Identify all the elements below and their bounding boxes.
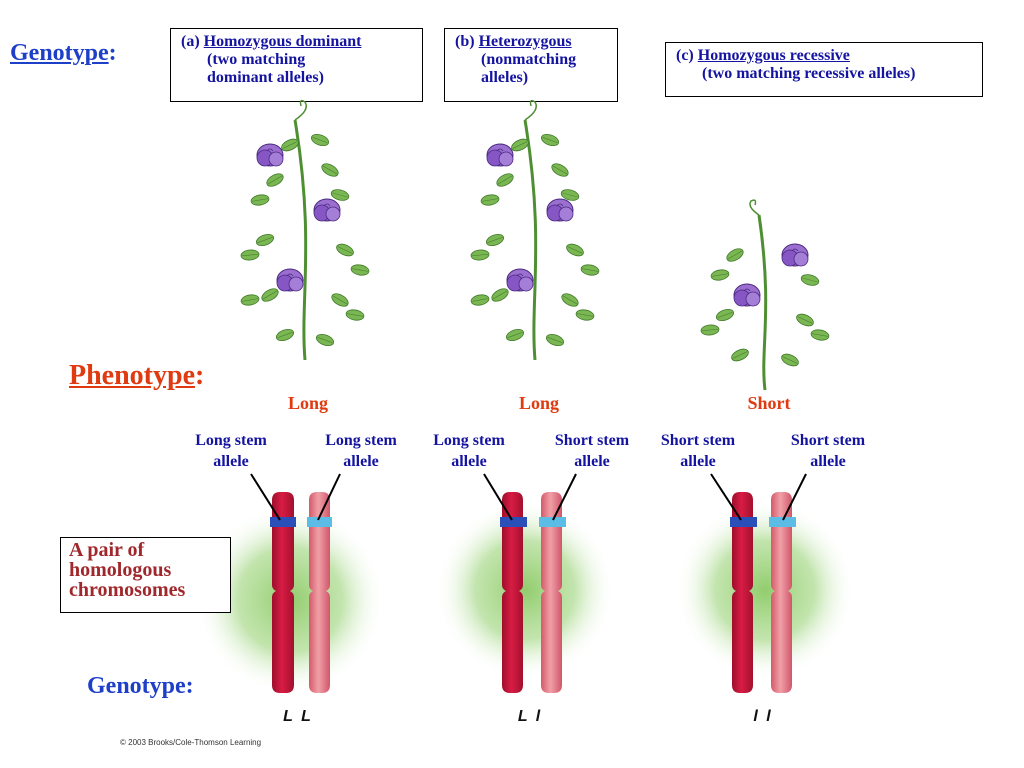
chromosome-icon <box>541 492 562 693</box>
allele-label: Short stem allele <box>790 432 866 470</box>
allele-label: Short stem allele <box>660 432 736 470</box>
allele-band <box>307 517 332 527</box>
pea-plant-icon <box>700 199 831 391</box>
allele-label: Long stem allele <box>433 432 505 470</box>
box-homozygous-recessive: (c) Homozygous recessive (two matching r… <box>665 42 983 97</box>
chromosome-icon <box>309 492 330 693</box>
allele-label: Long stem allele <box>195 432 267 470</box>
genotype-value-3: l l <box>753 708 773 725</box>
allele-band <box>539 517 566 527</box>
allele-band <box>270 517 296 527</box>
genotype-title: Genotype: <box>10 40 117 66</box>
allele-label: Short stem allele <box>554 432 630 470</box>
phenotype-title: Phenotype: <box>69 360 205 391</box>
chromosome-halo-3 <box>675 500 855 680</box>
genotype-value-1: L L <box>283 708 313 725</box>
phenotype-value-2: Long <box>518 393 560 413</box>
box-heterozygous: (b) Heterozygous (nonmatching alleles) <box>444 28 618 102</box>
homologous-chromosomes-label: A pair of homologous chromosomes <box>60 537 231 613</box>
genotype-bottom-label: Genotype: <box>87 673 194 699</box>
chromosome-pair-1 <box>250 473 341 693</box>
phenotype-value-1: Long <box>287 393 329 413</box>
chromosome-pair-3 <box>710 473 807 693</box>
phenotype-value-3: Short <box>747 393 791 413</box>
copyright-text: © 2003 Brooks/Cole-Thomson Learning <box>120 738 262 747</box>
chromosome-halo-2 <box>435 500 615 680</box>
chromosome-icon <box>502 492 523 693</box>
chromosome-icon <box>732 492 753 693</box>
genotype-value-2: L l <box>517 708 543 725</box>
allele-band <box>500 517 527 527</box>
allele-band <box>769 517 796 527</box>
pea-plant-icon <box>239 99 371 361</box>
box-homozygous-dominant: (a) Homozygous dominant (two matching do… <box>170 28 423 102</box>
allele-label: Long stem allele <box>325 432 397 470</box>
chromosome-pair-2 <box>483 473 577 693</box>
allele-band <box>730 517 757 527</box>
chromosome-icon <box>771 492 792 693</box>
pea-plant-icon <box>469 99 601 361</box>
chromosome-icon <box>272 492 294 693</box>
